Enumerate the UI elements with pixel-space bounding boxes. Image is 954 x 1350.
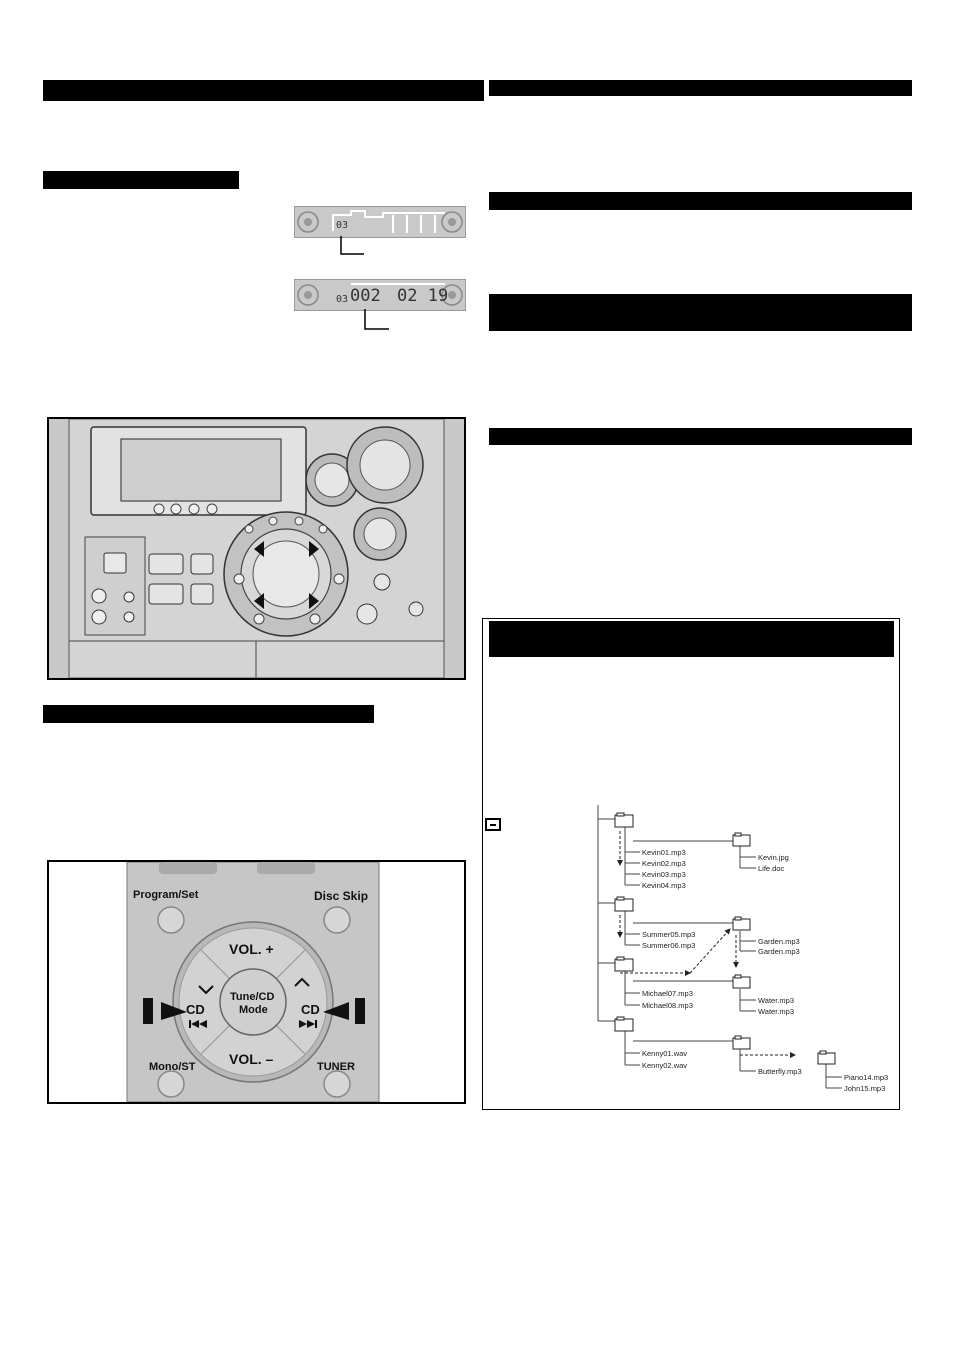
vol-down-label: VOL. – [229, 1051, 274, 1067]
disc-skip-label: Disc Skip [314, 889, 368, 903]
box-header-bar [489, 621, 894, 657]
tree-file-label: Life.doc [758, 864, 785, 873]
tree-file-label: Michael07.mp3 [642, 989, 693, 998]
lcd-file-number: 002 [350, 286, 381, 306]
tree-file-label: Kevin.jpg [758, 853, 789, 862]
lcd-track-number: 03 [336, 294, 349, 305]
section-header-bar [489, 80, 912, 96]
mono-st-label: Mono/ST [149, 1061, 196, 1073]
tune-cd-mode-label: Tune/CD [230, 991, 274, 1003]
folder-icon [614, 814, 634, 828]
tree-file-label: Garden.mp3 [758, 947, 800, 956]
tree-file-label: Kevin04.mp3 [642, 881, 686, 890]
subsection-header-bar [43, 171, 239, 189]
lcd-display-track: 03 [294, 206, 466, 238]
section-header-bar [489, 428, 912, 445]
cd-prev-label: CD [186, 1002, 205, 1017]
lcd-play-time: 02 19 [397, 286, 449, 306]
tree-file-label: Kevin03.mp3 [642, 870, 686, 879]
tuner-label: TUNER [317, 1061, 355, 1073]
folder-icon [614, 898, 634, 912]
folder-icon [817, 1052, 836, 1065]
remote-control-illustration: Program/Set Disc Skip VOL. + VOL. – Tune… [47, 860, 466, 1104]
cd-next-label: CD [301, 1002, 320, 1017]
folder-icon [614, 958, 634, 972]
tune-cd-mode-label: Mode [239, 1004, 268, 1016]
vol-up-label: VOL. + [229, 941, 274, 957]
folder-icon [614, 1018, 634, 1032]
lcd-display-time: 03 002 02 19 [294, 279, 466, 311]
program-set-label: Program/Set [133, 889, 199, 901]
tree-file-label: Kenny02.wav [642, 1061, 687, 1070]
tree-file-label: Water.mp3 [758, 996, 794, 1005]
subsection-header-bar [43, 705, 374, 723]
tree-file-label: John15.mp3 [844, 1084, 885, 1093]
tree-file-label: Piano14.mp3 [844, 1073, 888, 1082]
section-header-bar [489, 192, 912, 210]
note-icon [485, 818, 501, 831]
tree-file-label: Summer06.mp3 [642, 941, 695, 950]
callout-line [340, 236, 364, 255]
tree-file-label: Kevin02.mp3 [642, 859, 686, 868]
tree-file-label: Garden.mp3 [758, 937, 800, 946]
section-header-bar [43, 80, 484, 101]
tree-file-label: Water.mp3 [758, 1007, 794, 1016]
folder-icon [732, 918, 751, 931]
lcd-track-number: 03 [336, 220, 349, 231]
folder-icon [732, 834, 751, 847]
tree-file-label: Michael08.mp3 [642, 1001, 693, 1010]
callout-line [364, 309, 389, 330]
folder-structure-box [482, 618, 900, 1110]
front-panel-illustration [47, 417, 466, 680]
folder-icon [732, 976, 751, 989]
tree-file-label: Kevin01.mp3 [642, 848, 686, 857]
section-header-bar [489, 294, 912, 331]
folder-tree-diagram: Kevin01.mp3 Kevin02.mp3 Kevin03.mp3 Kevi… [597, 805, 888, 1093]
tree-file-label: Summer05.mp3 [642, 930, 695, 939]
folder-icon [732, 1037, 751, 1050]
tree-file-label: Kenny01.wav [642, 1049, 687, 1058]
tree-file-label: Butterfly.mp3 [758, 1067, 802, 1076]
